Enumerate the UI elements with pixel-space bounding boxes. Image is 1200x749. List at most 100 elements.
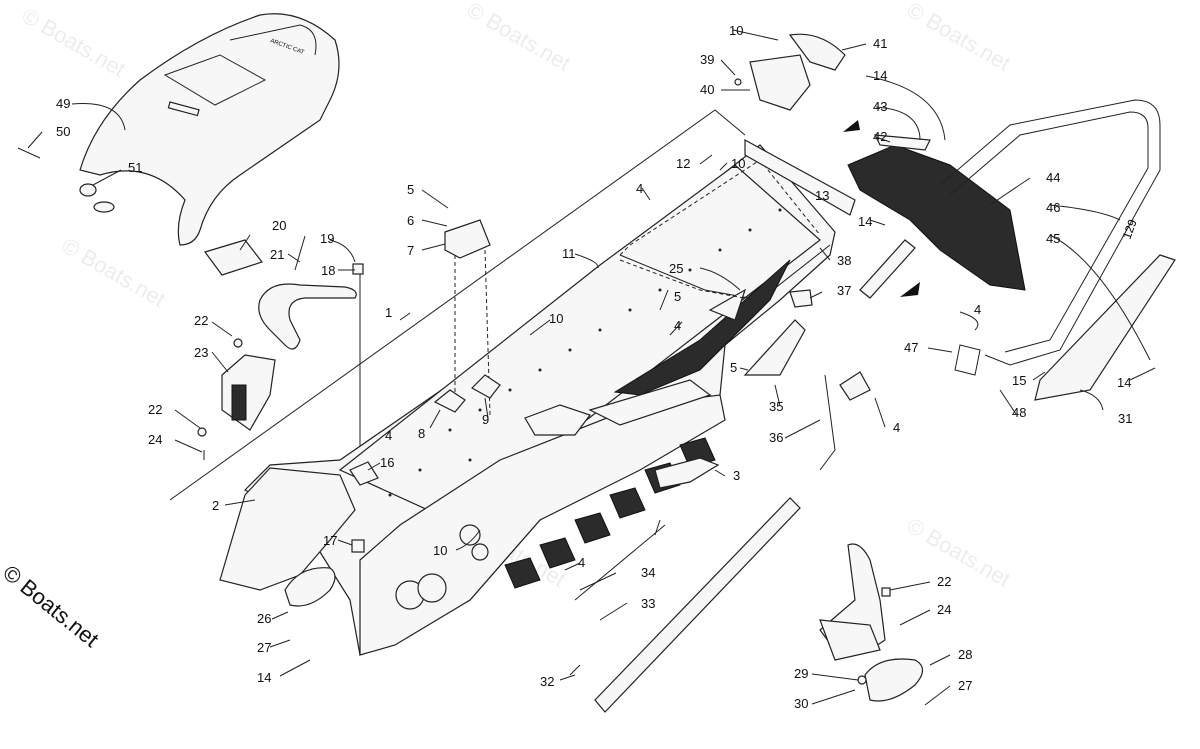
rail-34-end xyxy=(654,519,661,536)
callout-41: 41 xyxy=(873,36,887,51)
callout-14: 14 xyxy=(873,68,887,83)
nut-22 xyxy=(233,338,243,348)
step-cover-26 xyxy=(284,567,336,607)
nut-19 xyxy=(352,263,364,275)
nut-22 xyxy=(881,587,891,597)
callout-45: 45 xyxy=(1046,231,1060,246)
callout-4: 4 xyxy=(974,302,981,317)
plate-8 xyxy=(433,389,466,413)
rod-36 xyxy=(819,374,836,471)
watermark: © Boats.net xyxy=(18,3,130,82)
callout-24: 24 xyxy=(148,432,162,447)
callout-4: 4 xyxy=(636,181,643,196)
screw-50 xyxy=(17,147,41,159)
callout-23: 23 xyxy=(194,345,208,360)
bracket-23-vents xyxy=(231,384,247,421)
bracket-47 xyxy=(954,344,981,376)
rear-flap-42 xyxy=(847,144,1026,291)
callout-10: 10 xyxy=(433,543,447,558)
callout-2: 2 xyxy=(212,498,219,513)
rail-34 xyxy=(574,524,666,601)
callout-10: 10 xyxy=(549,311,563,326)
callout-31: 31 xyxy=(1118,411,1132,426)
callout-11: 11 xyxy=(562,246,576,261)
screw-39 xyxy=(734,78,742,86)
callout-16: 16 xyxy=(380,455,394,470)
callout-38: 38 xyxy=(837,253,851,268)
callout-4: 4 xyxy=(893,420,900,435)
callout-37: 37 xyxy=(837,283,851,298)
callout-28: 28 xyxy=(958,647,972,662)
rail-13b xyxy=(859,239,916,299)
rear-bumper-inner xyxy=(949,111,1149,353)
callout-20: 20 xyxy=(272,218,286,233)
callout-50: 50 xyxy=(56,124,70,139)
rack-decal: 129 xyxy=(1120,217,1140,241)
callout-15: 15 xyxy=(1012,373,1026,388)
callout-12: 12 xyxy=(676,156,690,171)
callout-5: 5 xyxy=(407,182,414,197)
guard-35 xyxy=(743,319,806,376)
watermark: © Boats.net xyxy=(903,513,1015,592)
step-cover-28 xyxy=(864,658,924,702)
callout-44: 44 xyxy=(1046,170,1060,185)
callout-34: 34 xyxy=(641,565,655,580)
callout-25: 25 xyxy=(669,261,683,276)
callout-4: 4 xyxy=(578,555,585,570)
callout-7: 7 xyxy=(407,243,414,258)
nut-17 xyxy=(351,539,365,553)
callout-26: 26 xyxy=(257,611,271,626)
callout-22: 22 xyxy=(148,402,162,417)
callout-1: 1 xyxy=(385,305,392,320)
bracket-36 xyxy=(839,371,871,401)
callout-27: 27 xyxy=(257,640,271,655)
callout-10: 10 xyxy=(729,23,743,38)
callout-49: 49 xyxy=(56,96,70,111)
callout-18: 18 xyxy=(321,263,335,278)
callout-27: 27 xyxy=(958,678,972,693)
rail-33 xyxy=(594,497,801,713)
callout-5: 5 xyxy=(674,289,681,304)
callout-32: 32 xyxy=(540,674,554,689)
callout-48: 48 xyxy=(1012,405,1026,420)
rear-bumper-46 xyxy=(939,99,1161,366)
callout-19: 19 xyxy=(320,231,334,246)
callout-labels: 1 2 3 4 4 4 4 4 4 5 5 5 6 7 8 9 10 10 10… xyxy=(56,23,1132,711)
callout-4: 4 xyxy=(385,428,392,443)
screw-29 xyxy=(857,675,867,685)
cover-20 xyxy=(204,239,263,276)
callout-10: 10 xyxy=(731,156,745,171)
bracket-23 xyxy=(221,354,276,431)
label-43 xyxy=(873,134,931,151)
direction-arrow-icon xyxy=(900,282,920,297)
grommet-51 xyxy=(93,201,115,213)
callout-43: 43 xyxy=(873,99,887,114)
callout-42: 42 xyxy=(873,129,887,144)
callout-14: 14 xyxy=(1117,375,1131,390)
snowflap-31 xyxy=(1034,254,1176,401)
callout-36: 36 xyxy=(769,430,783,445)
bracket-7 xyxy=(444,219,491,259)
bracket-40 xyxy=(749,54,811,111)
clip-37 xyxy=(789,289,813,308)
callout-17: 17 xyxy=(323,533,337,548)
callout-8: 8 xyxy=(418,426,425,441)
bracket-3 xyxy=(654,457,720,489)
rail-13 xyxy=(744,138,856,216)
callout-33: 33 xyxy=(641,596,655,611)
callout-13: 13 xyxy=(815,188,829,203)
callout-46: 46 xyxy=(1046,200,1060,215)
callout-9: 9 xyxy=(482,412,489,427)
watermark: © Boats.net xyxy=(58,233,170,312)
grab-handle xyxy=(258,283,357,350)
assembly-bracket-line xyxy=(169,109,746,501)
direction-arrow-icon xyxy=(843,120,860,132)
seat-illustration: ARCTIC CAT xyxy=(79,13,340,246)
watermark: © Boats.net xyxy=(463,0,575,76)
callout-3: 3 xyxy=(733,468,740,483)
leader-lines xyxy=(27,29,1156,706)
screw-21 xyxy=(294,235,306,271)
callout-5: 5 xyxy=(730,360,737,375)
callout-35: 35 xyxy=(769,399,783,414)
